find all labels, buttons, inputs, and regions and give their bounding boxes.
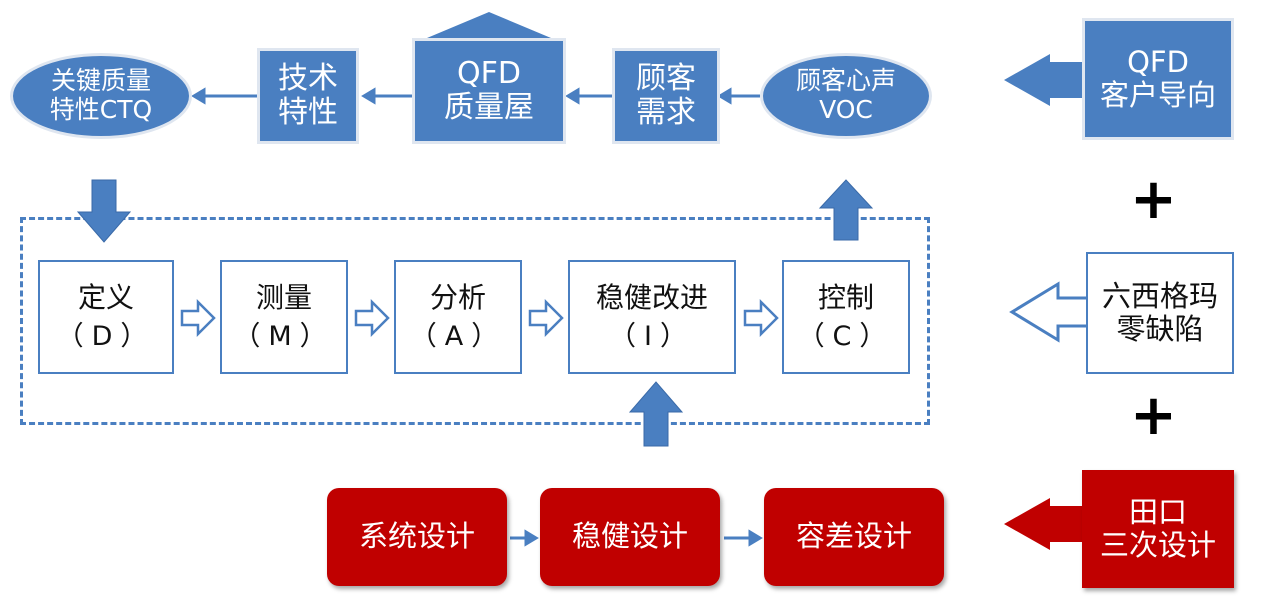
qfd-house-line-1: QFD [457,55,521,91]
tech-line-2: 特性 [278,95,338,130]
hollow-arrow-a-i [528,298,564,338]
tolerance-design-label: 容差设计 [795,519,912,554]
hollow-arrow-m-a [354,298,390,338]
dmaic-control-box: 控制 （C） [782,260,910,374]
voc-line-1: 顾客心声 [795,66,896,96]
measure-label: 测量 [255,281,312,315]
tech-characteristics-box: 技术 特性 [257,48,359,144]
control-code: （C） [797,320,895,352]
dmaic-analyze-box: 分析 （A） [394,260,522,374]
control-label: 控制 [817,281,874,315]
taguchi-line-1: 田口 [1128,494,1187,529]
dmaic-dashed-frame [20,217,930,425]
taguchi-box: 田口 三次设计 [1082,470,1234,588]
dmaic-measure-box: 测量 （M） [220,260,348,374]
taguchi-line-2: 三次设计 [1099,528,1216,562]
qfd-right-line-1: QFD [1127,44,1189,79]
qfd-house-box: QFD 质量屋 [412,38,566,144]
define-label: 定义 [77,281,134,315]
needs-line-2: 需求 [636,95,696,130]
measure-code: （M） [233,320,335,352]
hollow-arrow-i-c [743,298,779,338]
arrow-qfd-left [1004,54,1084,106]
ctq-ellipse: 关键质量 特性CTQ [10,53,192,139]
six-sigma-box: 六西格玛 零缺陷 [1086,252,1234,374]
define-code: （D） [56,320,156,352]
dmaic-define-box: 定义 （D） [38,260,174,374]
qfd-right-line-2: 客户导向 [1099,78,1216,112]
needs-line-1: 顾客 [636,60,696,96]
ctq-line-1: 关键质量 [50,66,151,96]
voc-ellipse: 顾客心声 VOC [760,53,932,139]
plus-sign-2: + [1130,383,1177,448]
arrow-taguchi-left [1004,498,1084,550]
six-sigma-line-1: 六西格玛 [1101,278,1218,313]
customer-needs-box: 顾客 需求 [612,48,720,144]
qfd-house-line-2: 质量屋 [444,90,534,125]
robust-design-label: 稳健设计 [571,519,688,554]
arrow-control-up [818,179,874,241]
plus-sign-1: + [1130,167,1177,232]
voc-line-2: VOC [819,95,873,124]
hollow-arrow-d-m [180,298,216,338]
system-design-label: 系统设计 [358,519,475,554]
arrow-ctq-down [76,179,132,243]
robust-design-box: 稳健设计 [540,488,720,586]
six-sigma-line-2: 零缺陷 [1116,312,1204,346]
improve-label: 稳健改进 [595,281,708,315]
dmaic-improve-box: 稳健改进 （I） [568,260,736,374]
tolerance-design-box: 容差设计 [764,488,944,586]
system-design-box: 系统设计 [327,488,507,586]
arrow-sixsigma-left [1009,281,1090,343]
ctq-line-2: 特性CTQ [49,95,153,124]
arrow-robust-up [628,381,684,447]
tech-line-1: 技术 [278,60,338,96]
analyze-code: （A） [409,320,507,352]
qfd-house-roof [427,12,551,38]
qfd-customer-orientation-box: QFD 客户导向 [1082,18,1234,140]
improve-code: （I） [609,320,695,352]
analyze-label: 分析 [429,281,486,315]
